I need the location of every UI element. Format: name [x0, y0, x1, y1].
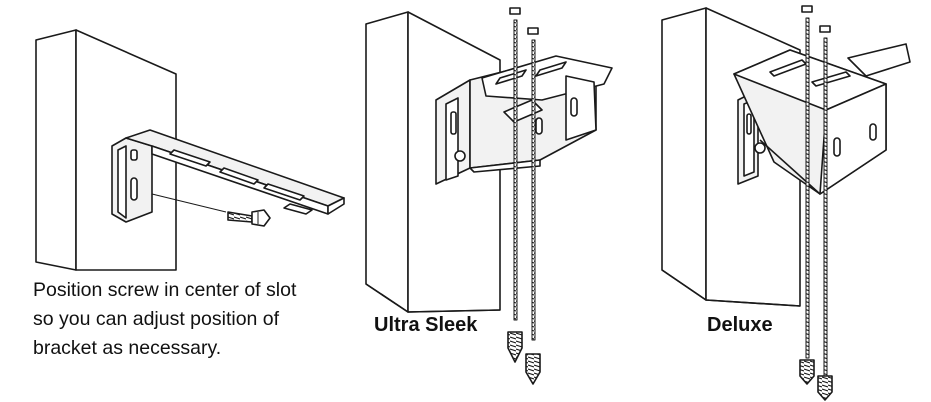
mounting-screw-icon	[817, 25, 833, 401]
ultra-sleek-panel	[365, 7, 613, 385]
caption-line: Position screw in center of slot	[33, 279, 297, 301]
mounting-screw-icon	[525, 27, 541, 385]
mounting-screw-icon	[799, 5, 815, 385]
instruction-caption: Position screw in center of slot so you …	[33, 276, 353, 363]
ceiling-mount-bracket-icon	[733, 43, 911, 195]
deluxe-label: Deluxe	[707, 314, 773, 336]
wood-screw-icon	[227, 209, 271, 227]
ultra-sleek-label: Ultra Sleek	[374, 314, 478, 336]
deluxe-panel	[661, 5, 911, 401]
wall-mount-panel	[35, 29, 345, 271]
mounting-screw-icon	[507, 7, 523, 363]
wall-mount-bracket-icon	[111, 129, 345, 223]
caption-line: so you can adjust position of	[33, 308, 280, 330]
caption-line: bracket as necessary.	[33, 337, 222, 359]
